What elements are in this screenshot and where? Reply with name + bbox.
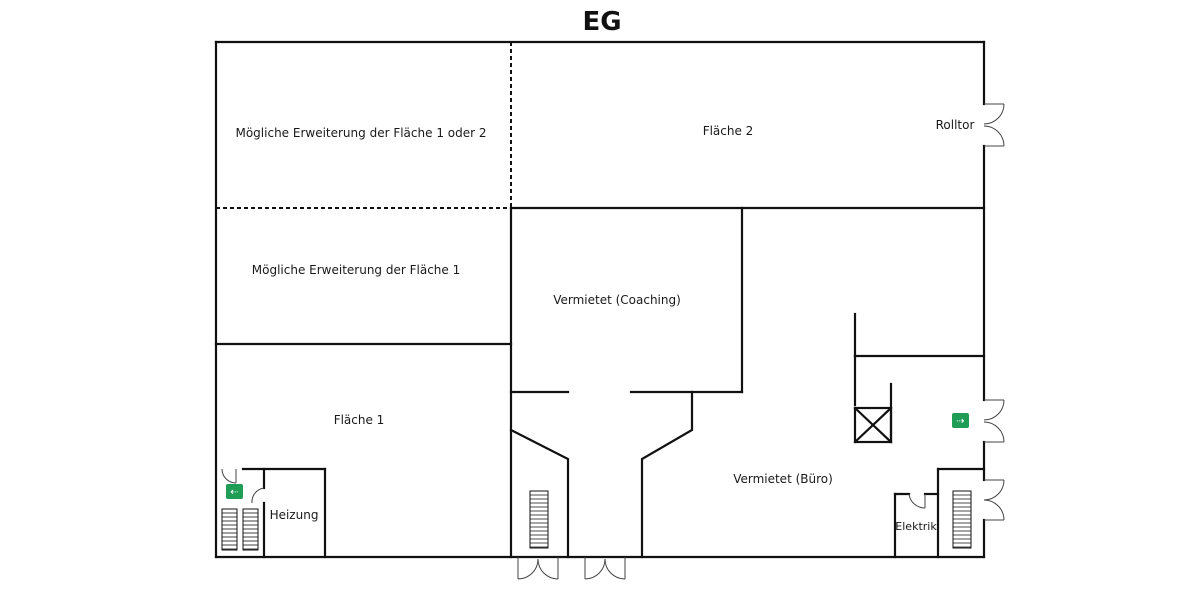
room-label-coaching: Vermietet (Coaching) [553,293,681,307]
room-label-heating: Heizung [270,508,319,522]
stairs-icon [221,490,972,551]
room-label-office: Vermietet (Büro) [733,472,833,486]
emergency-exit-icon: ⇠ ⇢ [226,413,969,499]
stair-flight [221,508,238,551]
room-label-expansion-1: Mögliche Erweiterung der Fläche 1 [252,263,460,277]
room-label-area-2: Fläche 2 [703,124,754,138]
room-label-electrical: Elektrik [895,520,937,533]
room-label-roller-door: Rolltor [936,118,975,132]
outer-walls [214,40,986,559]
stair-flight [242,508,259,551]
room-label-area-1: Fläche 1 [334,413,385,427]
svg-text:⇢: ⇢ [956,416,964,427]
elevator-icon [853,406,893,444]
room-label-expansion-1-or-2: Mögliche Erweiterung der Fläche 1 oder 2 [235,126,486,140]
floor-title: EG [582,7,621,37]
door-icon [221,103,1005,580]
stair-flight [529,490,549,549]
svg-text:⇠: ⇠ [230,487,239,498]
interior-walls [214,42,986,559]
stair-flight [952,490,972,549]
